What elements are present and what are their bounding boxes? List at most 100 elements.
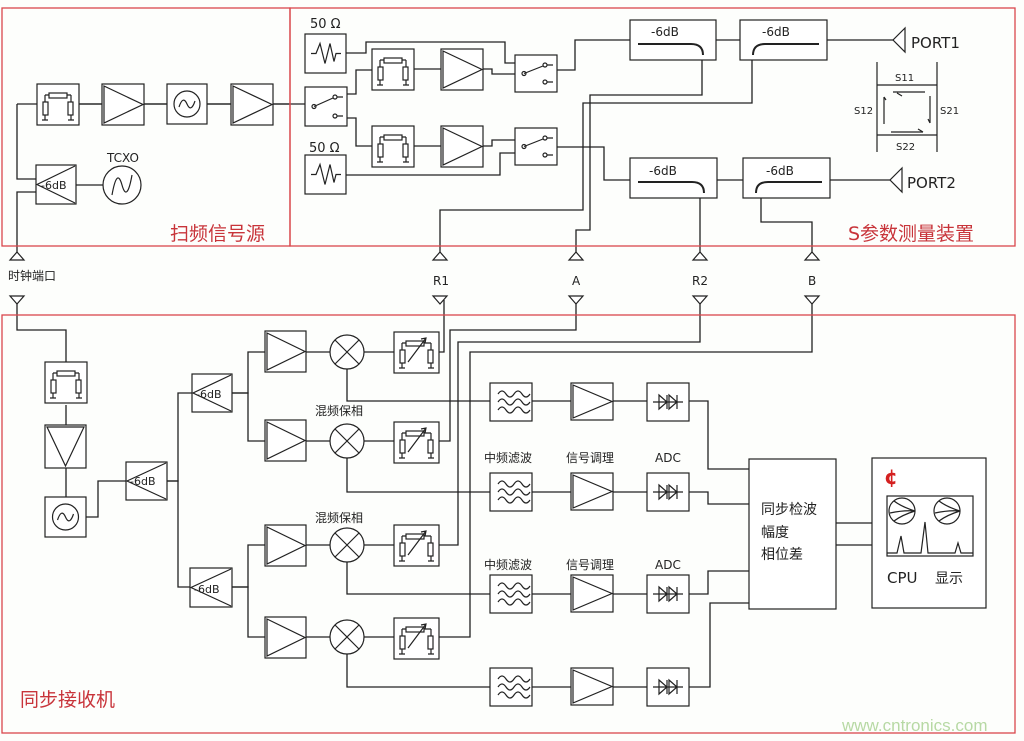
box-outline [748, 458, 837, 610]
wires [377, 59, 409, 86]
attenuator-icon [393, 331, 440, 374]
wire [232, 544, 265, 588]
wire [439, 300, 445, 353]
phase-shifter-arrow-icon [407, 623, 427, 649]
cross [334, 428, 360, 454]
triangle [266, 421, 307, 460]
wave [497, 675, 531, 683]
box-outline [570, 472, 614, 511]
wire [689, 570, 749, 595]
port-connector-icon [431, 251, 449, 261]
receiver-title: 同步接收机 [20, 689, 115, 711]
frame [876, 62, 938, 152]
wire [16, 300, 67, 362]
conditioning-label-1: 信号调理 [566, 451, 614, 465]
bandpass-filter-icon [489, 472, 533, 512]
coupled-line [755, 181, 822, 194]
wire [346, 69, 372, 95]
adc-diode-icon [646, 382, 690, 422]
display-screen-icon [886, 495, 974, 557]
triangle [567, 251, 585, 261]
wire [86, 480, 126, 518]
directional-coupler-icon [742, 157, 831, 199]
triangle [442, 50, 484, 89]
wave [497, 598, 531, 606]
detector-line-2: 幅度 [761, 525, 789, 541]
zigzag [311, 162, 341, 185]
wave [497, 488, 531, 496]
box-outline [514, 127, 558, 166]
wave [497, 398, 531, 406]
adc-diode-icon [646, 667, 690, 707]
wire [482, 68, 515, 75]
load2-label: 50 Ω [309, 141, 340, 156]
wire [346, 562, 490, 595]
circle [51, 503, 80, 531]
pin [521, 70, 527, 77]
rf-port-icon [889, 166, 903, 194]
box-outline [570, 382, 614, 421]
box-outline [489, 472, 533, 512]
wave [497, 390, 531, 398]
arrow [407, 530, 427, 556]
box-outline [570, 574, 614, 613]
wire [346, 369, 490, 402]
s22-label: S22 [896, 142, 915, 153]
sparam-frame [289, 7, 1016, 247]
triangle [803, 295, 821, 305]
box-outline [371, 48, 415, 91]
wave [497, 691, 531, 699]
wires [377, 136, 409, 163]
wire [346, 41, 515, 64]
port-connector-icon [803, 295, 821, 305]
phase-shifter-arrow-icon [407, 427, 427, 453]
directional-coupler-icon [629, 19, 717, 61]
blade [523, 64, 553, 83]
wave [497, 590, 531, 598]
splitter-label: -6dB [41, 179, 67, 192]
port-r2-label: R2 [692, 274, 708, 288]
coupled-line [638, 181, 705, 194]
box-outline [440, 125, 484, 168]
box-outline [440, 48, 484, 91]
wave [497, 582, 531, 590]
box-outline [125, 461, 168, 501]
amplifier-icon [44, 424, 87, 469]
adc-diode-icon [646, 574, 690, 614]
sync-detector-box [748, 458, 837, 610]
amplifier-icon [570, 382, 614, 421]
wave [497, 683, 531, 691]
arrow [407, 623, 427, 649]
splitter-icon [125, 461, 168, 501]
box-outline [304, 86, 348, 127]
if-filter-label-1: 中频滤波 [484, 450, 532, 465]
wire [232, 392, 265, 442]
tcxo-oscillator-icon [102, 165, 142, 205]
wave [497, 406, 531, 414]
coupler3-label: -6dB [649, 164, 677, 178]
triangle [691, 251, 709, 261]
rx-splitter-lower-label: -6dB [194, 583, 220, 596]
port-connector-icon [431, 295, 449, 305]
wire [346, 152, 515, 176]
wire [16, 191, 36, 252]
splitter-6db-icon [35, 164, 77, 205]
box-outline [230, 83, 274, 126]
triangle [266, 526, 307, 565]
wires [399, 432, 434, 459]
port-connector-icon [567, 295, 585, 305]
box-outline [264, 616, 307, 659]
wire [16, 104, 36, 180]
switch-icon [514, 54, 558, 93]
amplifier-icon [264, 330, 307, 373]
box-outline [393, 617, 440, 660]
wire [760, 196, 813, 252]
amplifier-icon [264, 616, 307, 659]
attenuator-icon [371, 125, 415, 168]
amplifier-icon [101, 83, 145, 126]
triangle [567, 295, 585, 305]
box-outline [489, 574, 533, 614]
circle [173, 90, 201, 118]
